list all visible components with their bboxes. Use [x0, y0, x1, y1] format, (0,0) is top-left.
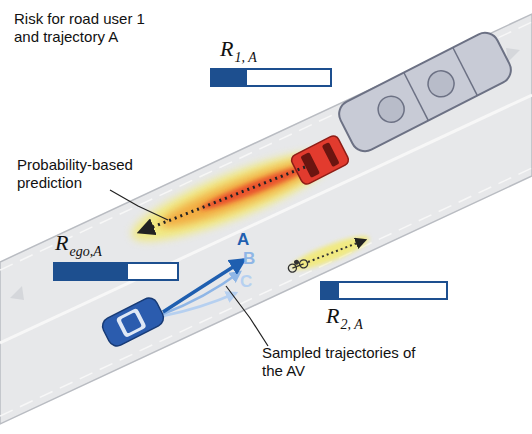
- road-edge-marking: [0, 22, 532, 270]
- risk-symbol: R: [220, 36, 233, 61]
- lane-divider: [0, 95, 532, 343]
- cyclist-prediction: [288, 230, 372, 275]
- road-surface: [0, 14, 532, 424]
- trajectory-name: B: [243, 250, 263, 268]
- risk-label: Rego,A: [55, 230, 102, 256]
- risk-bar: Rego,A: [53, 262, 179, 281]
- risk-level-fill: [55, 264, 128, 279]
- truck-trailer: [334, 28, 515, 156]
- risk-subscript: 1, A: [234, 50, 256, 65]
- callout-text: Probability-based prediction: [17, 156, 152, 192]
- risk-symbol: R: [55, 230, 68, 255]
- risk-level-fill: [212, 70, 247, 85]
- risk-subscript: ego,A: [69, 244, 101, 259]
- trajectory-name: C: [240, 273, 260, 291]
- prediction-arrow: [140, 167, 305, 232]
- risk-label: R2, A: [326, 303, 363, 329]
- autonomous-vehicle: [99, 295, 166, 349]
- cyclist: [286, 256, 308, 273]
- red-vehicle: [290, 134, 351, 186]
- trajectory-name: A: [237, 231, 257, 249]
- leader-line: [110, 190, 168, 220]
- risk-symbol: R: [326, 303, 339, 328]
- leader-line: [226, 286, 268, 346]
- risk-bar: R1, A: [210, 68, 332, 87]
- callout-text: Risk for road user 1 and trajectory A: [14, 10, 174, 46]
- lane-arrow: [10, 286, 24, 300]
- risk-bar: R2, A: [320, 281, 448, 300]
- risk-label: R1, A: [220, 36, 257, 62]
- risk-level-fill: [322, 283, 339, 298]
- prediction-distribution: [124, 136, 341, 256]
- risk-subscript: 2, A: [340, 317, 362, 332]
- cyclist-prediction-arrow: [308, 240, 365, 262]
- callout-text: Sampled trajectories of the AV: [262, 344, 422, 380]
